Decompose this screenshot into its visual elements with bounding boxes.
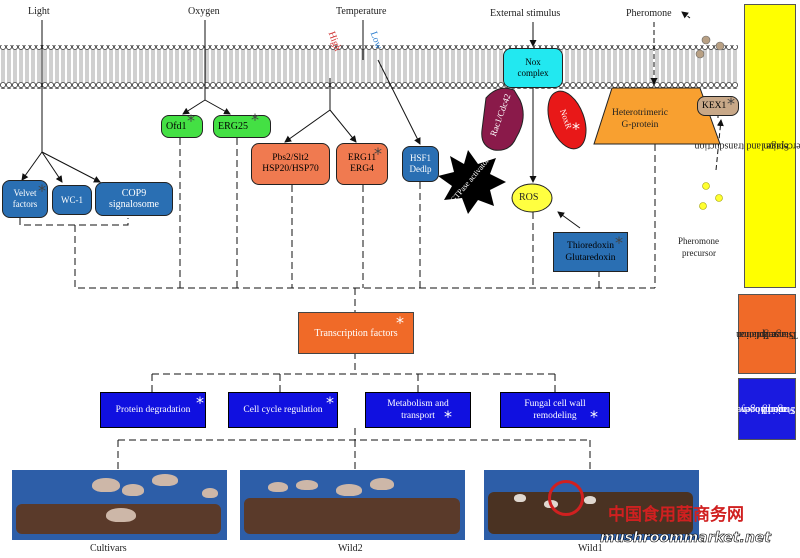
metabolism-node: Metabolism and transport: [365, 392, 471, 428]
stage3-box: Stage III Fruiting body morphogenesis: [726, 378, 796, 440]
light-label: Light: [28, 6, 50, 17]
mushroom-cap: [106, 508, 136, 522]
thio-line2: Glutaredoxin: [565, 253, 616, 263]
mushroom-cap: [296, 480, 318, 490]
wild2-caption: Wild2: [338, 543, 363, 554]
protein-deg-star: *: [196, 393, 204, 412]
metabolism-star: *: [444, 407, 452, 426]
stage2-text: Stage II Transcriptional regulation: [736, 304, 798, 365]
mushroom-cap: [268, 482, 288, 492]
pheromone-precursor-line1: Pheromone: [678, 236, 719, 246]
watermark-logo: [548, 480, 584, 516]
nox-line2: complex: [517, 68, 549, 78]
nox-complex-node: Nox complex: [503, 48, 563, 88]
mushroom-cap: [152, 474, 178, 486]
cell-membrane: [0, 45, 738, 89]
cop9-line1: COP9: [121, 188, 147, 199]
wall-line2: remodeling: [533, 411, 577, 421]
hsf1-line2: Dedlp: [409, 164, 432, 174]
cultivars-caption: Cultivars: [90, 543, 127, 554]
erg25-node: ERG25: [213, 115, 271, 138]
mushroom-cap: [92, 478, 120, 492]
cell-wall-node: Fungal cell wall remodeling: [500, 392, 610, 428]
velvet-line1: Velvet: [13, 188, 37, 198]
wild1-caption: Wild1: [578, 543, 603, 554]
pbs2-line1: Pbs2/Slt2: [272, 153, 309, 163]
stage1-text: Stage I Signal perception and transducti…: [695, 76, 800, 215]
mushroom-cap: [336, 484, 362, 496]
pbs2-line2: HSP20/HSP70: [262, 164, 319, 174]
stage2-desc2: regulation: [735, 328, 777, 340]
erg25-star: *: [251, 110, 259, 129]
pheromone-label: Pheromone: [626, 8, 672, 19]
cell-cycle-star: *: [326, 393, 334, 412]
erg11-node: ERG11 ERG4: [336, 143, 388, 185]
metab-line1: Metabolism and: [387, 399, 449, 409]
hsf1-node: HSF1 Dedlp: [402, 146, 439, 182]
rac1-shape: [481, 87, 524, 151]
tf-star: *: [396, 313, 404, 332]
gprotein-line2: G-protein: [621, 120, 659, 130]
wild1-photo: [484, 470, 699, 540]
protein-degradation-node: Protein degradation: [100, 392, 206, 428]
mushroom-cap: [584, 496, 596, 504]
thio-line1: Thioredoxin: [567, 241, 614, 251]
watermark-cn: 中国食用菌商务网: [608, 505, 744, 525]
external-stimulus-label: External stimulus: [490, 8, 561, 19]
stage1-box: Stage I Signal perception and transducti…: [695, 4, 800, 288]
cell-wall-star: *: [590, 407, 598, 426]
cop9-node: COP9 signalosome: [95, 182, 173, 216]
kex1-star: *: [727, 94, 735, 113]
cell-cycle-node: Cell cycle regulation: [228, 392, 338, 428]
gtpase-starburst: [438, 150, 506, 214]
mushroom-cap: [514, 494, 526, 502]
wall-line1: Fungal cell wall: [524, 399, 586, 409]
cop9-line2: signalosome: [109, 199, 159, 210]
ros-shape: [511, 183, 553, 213]
velvet-star: *: [38, 181, 46, 200]
stage3-text: Stage III Fruiting body morphogenesis: [726, 379, 796, 440]
mushroom-cap: [122, 484, 144, 496]
wild2-photo: [240, 470, 465, 540]
oxygen-label: Oxygen: [188, 6, 220, 17]
pheromone-precursor-line2: precursor: [682, 248, 716, 258]
stage2-box: Stage II Transcriptional regulation: [736, 294, 798, 374]
gprotein-line1: Heterotrimeric: [612, 108, 668, 118]
stage3-desc2: morphogenesis: [725, 403, 787, 415]
metab-line2: transport: [401, 411, 435, 421]
mushroom-cap: [370, 478, 394, 490]
noxr-shape: [547, 90, 587, 150]
erg11-star: *: [374, 144, 382, 163]
ofd1-node: Ofd1: [161, 115, 203, 138]
kex1-node: KEX1: [697, 96, 739, 116]
erg11-line1: ERG11: [347, 153, 377, 163]
gprotein-label: Heterotrimeric G-protein: [612, 107, 668, 131]
wc1-node: WC-1: [52, 185, 92, 215]
nox-line1: Nox: [525, 57, 541, 67]
velvet-line2: factors: [12, 199, 38, 209]
temperature-label: Temperature: [336, 6, 387, 17]
thioredoxin-node: Thioredoxin Glutaredoxin: [553, 232, 628, 272]
thioredoxin-star: *: [615, 233, 623, 252]
velvet-factors-node: Velvet factors: [2, 180, 48, 218]
transcription-factors-node: Transcription factors: [298, 312, 414, 354]
log: [244, 498, 460, 534]
ros-label: ROS: [519, 192, 539, 203]
ofd1-star: *: [187, 111, 195, 130]
stage1-desc: Signal perception and transduction: [694, 140, 800, 152]
watermark-url: mushroommarket.net: [600, 530, 772, 547]
gprotein-shape: [593, 87, 721, 145]
noxr-star: *: [572, 119, 580, 138]
hsf1-line1: HSF1: [409, 153, 431, 163]
pbs2-node: Pbs2/Slt2 HSP20/HSP70: [251, 143, 330, 185]
cultivars-photo: [12, 470, 227, 540]
mushroom-cap: [202, 488, 218, 498]
erg11-line2: ERG4: [350, 164, 374, 174]
